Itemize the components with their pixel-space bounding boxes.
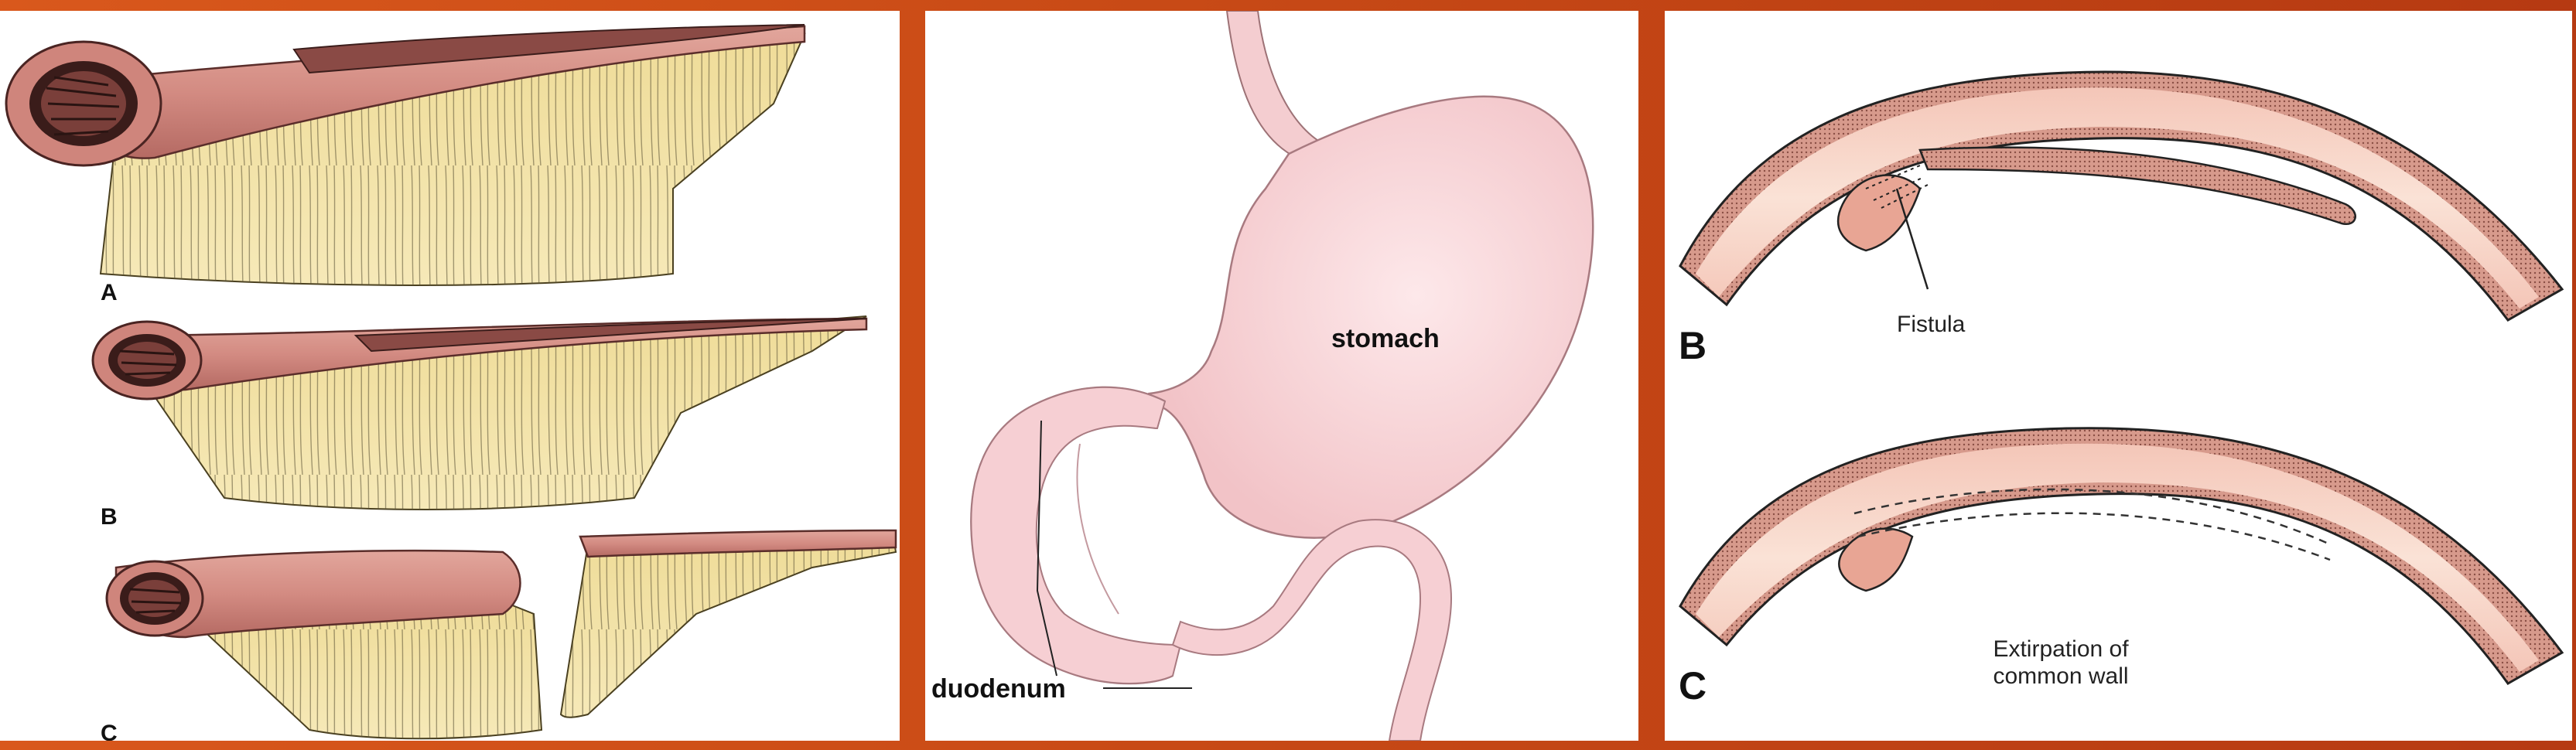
label-extirpation-line2: common wall <box>1993 663 2128 689</box>
label-stomach: stomach <box>1331 324 1440 353</box>
label-a: A <box>101 280 118 305</box>
label-c: C <box>101 721 118 741</box>
intestine-mesentery-panel: A B C <box>0 11 900 741</box>
fistula-panel: Fistula B Extirpation of common wall C <box>1665 11 2572 741</box>
label-b: B <box>101 504 118 530</box>
drawing-a: A <box>5 24 806 305</box>
intestine-mesentery-illustration: A B C <box>5 24 897 741</box>
drawing-b: B <box>91 315 868 530</box>
drawing-c: C <box>101 529 897 741</box>
stomach-duodenum-illustration: stomach duodenum <box>931 11 1594 741</box>
label-fistula: Fistula <box>1897 312 1966 337</box>
fistula-diagram-b: Fistula B <box>1679 70 2564 367</box>
stomach-shape <box>1147 95 1594 539</box>
letter-c: C <box>1679 664 1707 707</box>
label-duodenum: duodenum <box>931 674 1066 704</box>
label-extirpation-line1: Extirpation of <box>1993 636 2129 662</box>
stomach-duodenum-panel: stomach duodenum <box>925 11 1638 741</box>
fistula-illustration: Fistula B Extirpation of common wall C <box>1679 70 2564 707</box>
fistula-diagram-c: Extirpation of common wall C <box>1679 427 2564 707</box>
letter-b: B <box>1679 324 1707 367</box>
